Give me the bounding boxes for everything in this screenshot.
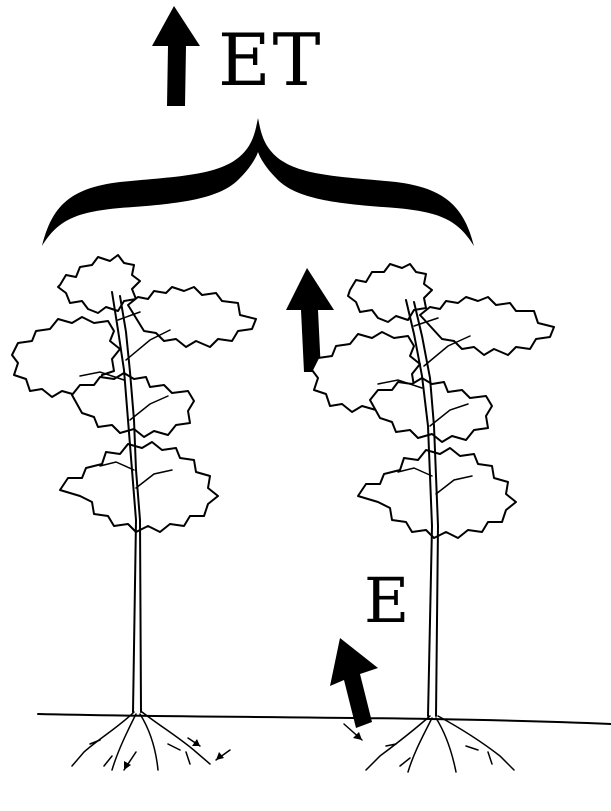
- e-label: E: [364, 570, 409, 632]
- canopy-brace: [42, 118, 474, 246]
- et-label: ET: [218, 24, 323, 96]
- right-tree-canopy-top: [348, 264, 432, 322]
- ground-line: [38, 714, 611, 724]
- left-tree-canopy-right: [128, 287, 256, 347]
- soil-pore-arrows: [124, 724, 362, 770]
- right-tree-canopy-right: [420, 297, 554, 355]
- left-tree: [12, 255, 256, 770]
- et-upward-arrow: [152, 6, 200, 106]
- soil-evaporation-arrow: [330, 638, 378, 728]
